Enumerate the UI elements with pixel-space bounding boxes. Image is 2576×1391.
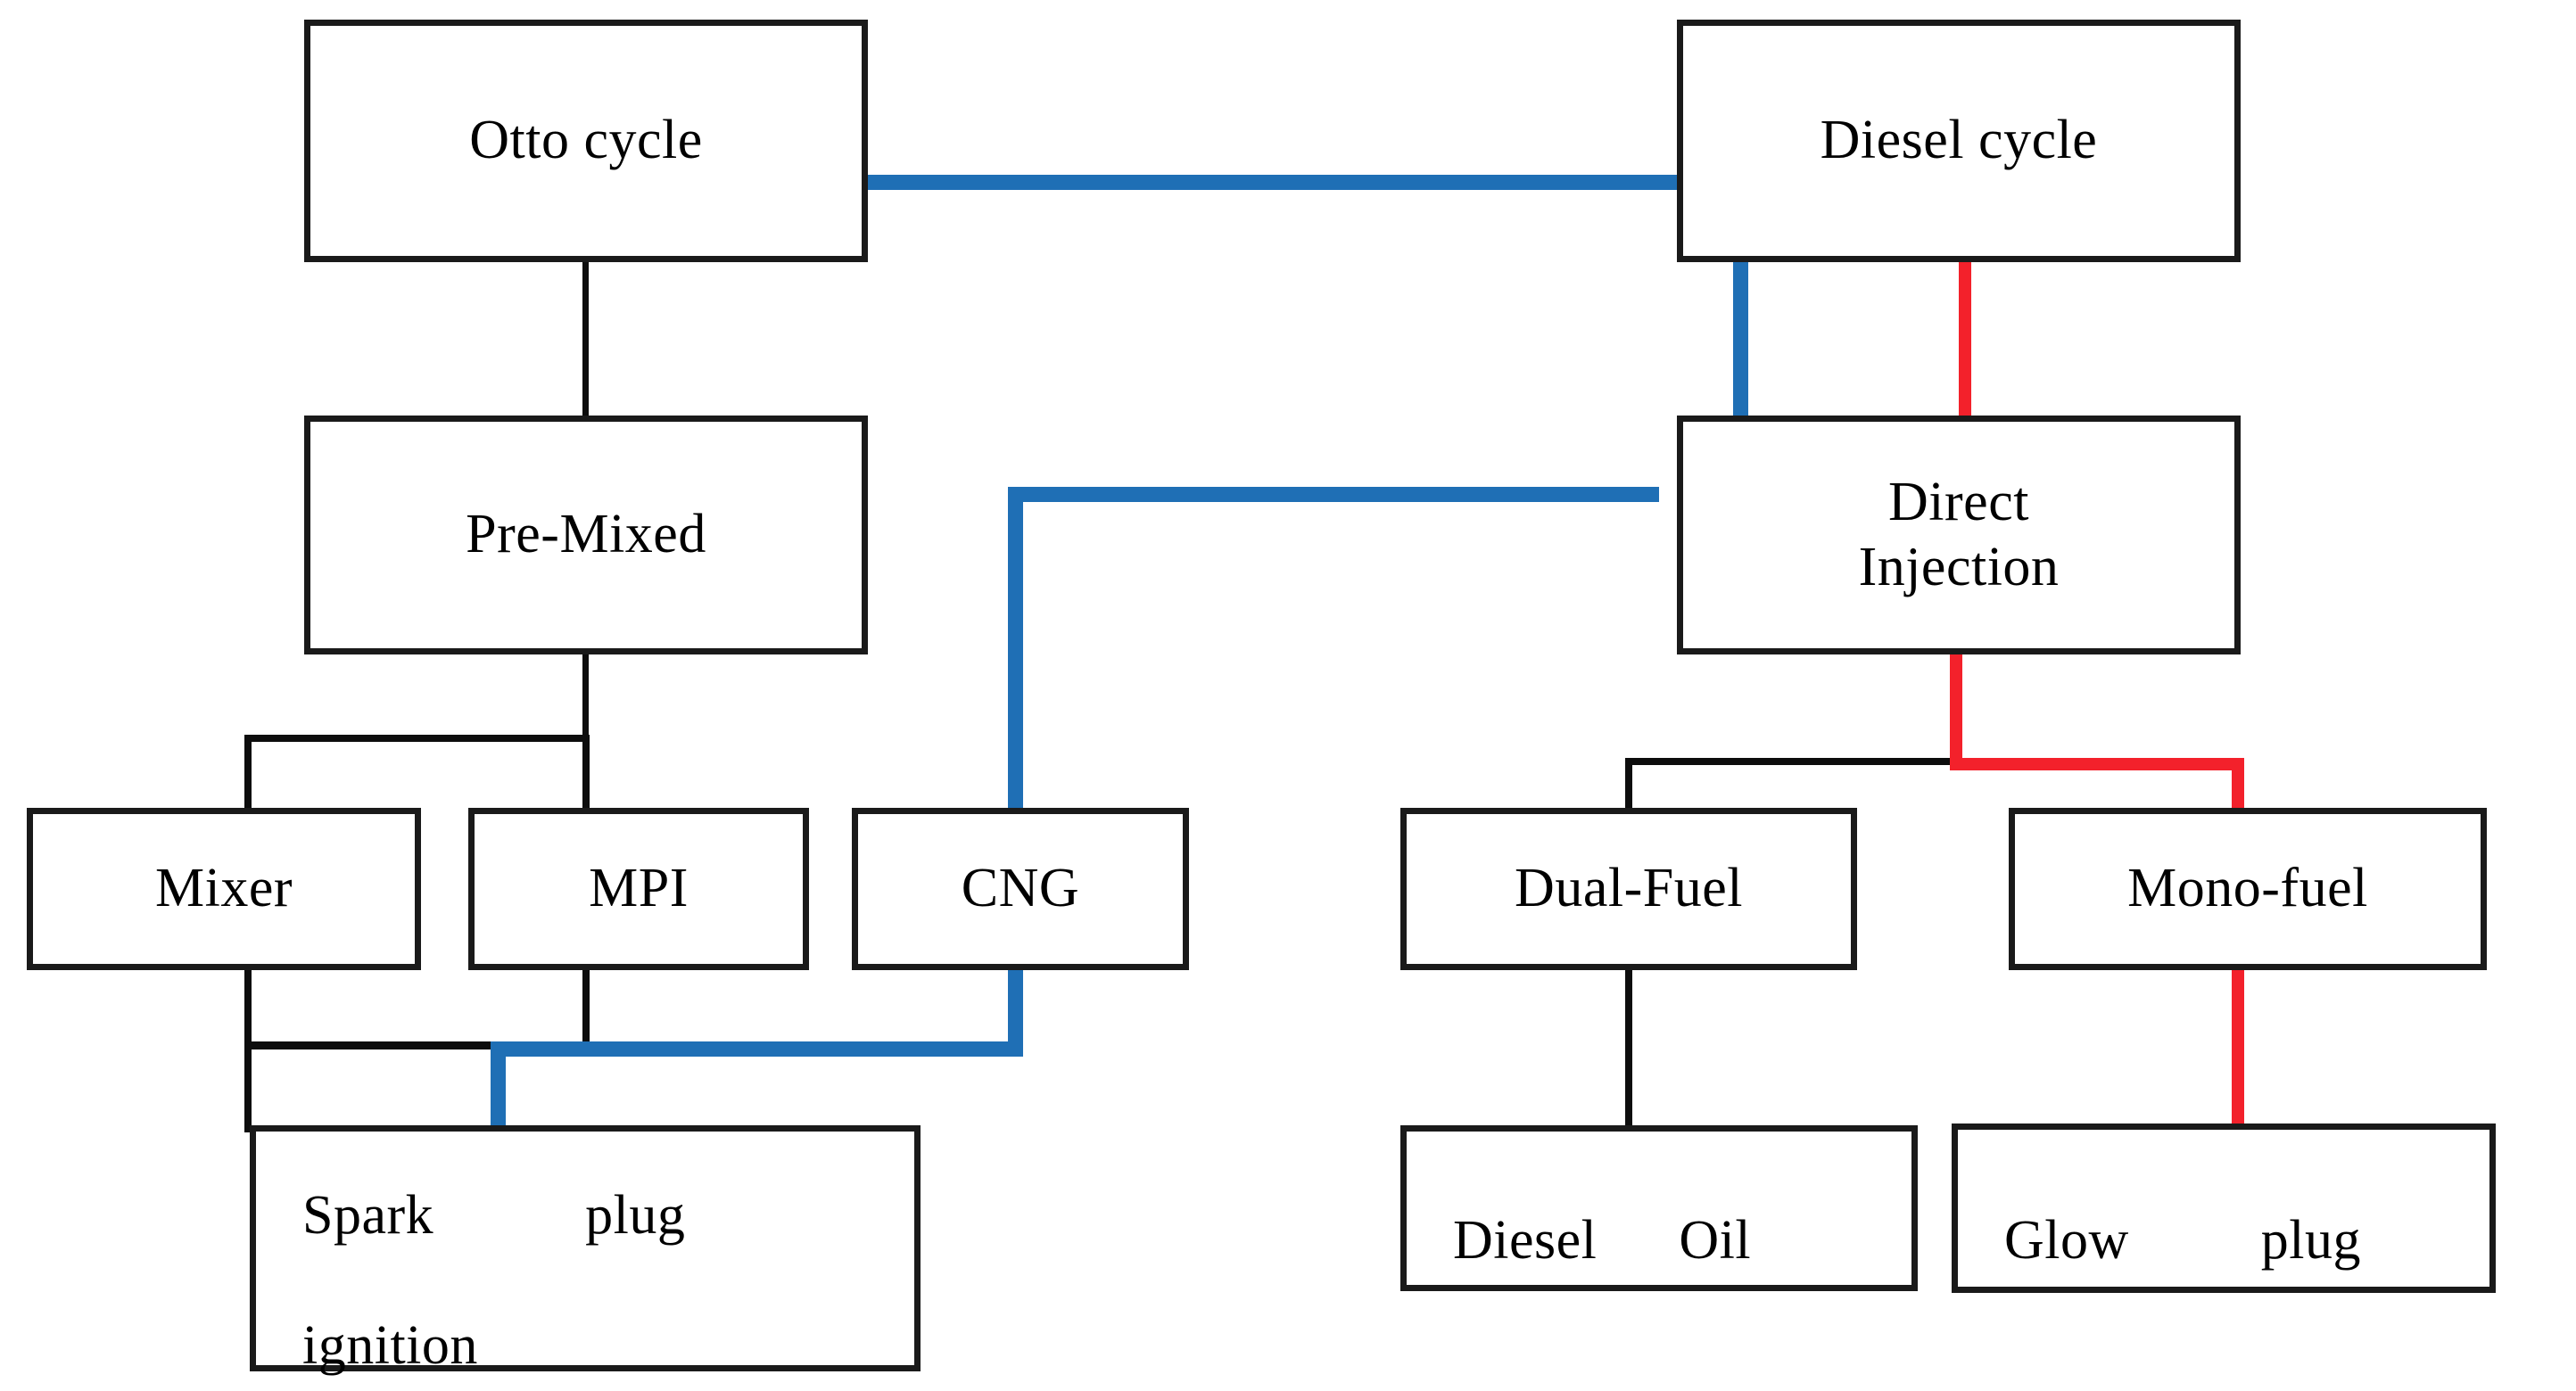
edge-otto-blue-horizontal bbox=[578, 175, 1748, 190]
edge-mixer-down bbox=[244, 967, 252, 1049]
edge-direct-injection-blue-horizontal bbox=[1008, 487, 1659, 502]
edge-cng-blue-horizontal bbox=[491, 1041, 1023, 1057]
node-mpi-label: MPI bbox=[589, 858, 689, 919]
edge-premixed-down bbox=[582, 651, 589, 740]
glow-plug-word-plug: plug bbox=[2260, 1210, 2362, 1271]
edge-premixed-bus-horizontal bbox=[244, 735, 589, 742]
edge-direct-injection-down bbox=[1950, 651, 1962, 763]
edge-otto-to-premixed-lower bbox=[582, 180, 589, 417]
node-diesel-oil-label: Diesel Oil bbox=[1453, 1143, 1751, 1273]
node-otto-cycle-label: Otto cycle bbox=[469, 110, 703, 171]
glow-plug-word-glow: Glow bbox=[2004, 1210, 2129, 1271]
node-spark-plug-ignition-label: Spark plug ignition bbox=[302, 1118, 685, 1379]
node-diesel-oil[interactable]: Diesel Oil bbox=[1400, 1125, 1918, 1291]
diesel-oil-word-diesel: Diesel bbox=[1453, 1210, 1598, 1271]
edge-dual-fuel-to-diesel-oil bbox=[1625, 968, 1632, 1125]
node-mixer[interactable]: Mixer bbox=[27, 808, 421, 970]
node-mpi[interactable]: MPI bbox=[468, 808, 809, 970]
edge-row3-bus-horizontal bbox=[244, 1041, 503, 1049]
edge-blue-down-to-spark-plug bbox=[491, 1041, 506, 1132]
node-pre-mixed-label: Pre-Mixed bbox=[466, 504, 706, 565]
edge-cng-blue-down bbox=[1008, 965, 1023, 1054]
edge-di-bus-horizontal-red bbox=[1950, 758, 2244, 770]
node-cng[interactable]: CNG bbox=[852, 808, 1189, 970]
edge-bus-to-mpi bbox=[582, 735, 590, 811]
diesel-oil-word-oil: Oil bbox=[1679, 1210, 1752, 1271]
spark-plug-ignition-word-spark: Spark bbox=[302, 1184, 434, 1246]
spark-plug-ignition-word-plug: plug bbox=[585, 1184, 686, 1246]
edge-bus-to-mixer bbox=[244, 735, 252, 811]
node-mono-fuel[interactable]: Mono-fuel bbox=[2009, 808, 2487, 970]
node-direct-injection-label: Direct Injection bbox=[1858, 471, 2060, 597]
node-dual-fuel[interactable]: Dual-Fuel bbox=[1400, 808, 1857, 970]
node-spark-plug-ignition[interactable]: Spark plug ignition bbox=[250, 1125, 921, 1376]
node-cng-label: CNG bbox=[961, 858, 1080, 919]
node-diesel-cycle-label: Diesel cycle bbox=[1820, 110, 2098, 171]
node-otto-cycle[interactable]: Otto cycle bbox=[304, 20, 868, 262]
spark-plug-ignition-word-ignition: ignition bbox=[302, 1315, 478, 1377]
node-mixer-label: Mixer bbox=[154, 858, 293, 919]
node-direct-injection[interactable]: Direct Injection bbox=[1677, 416, 2241, 654]
edge-blue-down-to-cng bbox=[1008, 487, 1023, 819]
node-mono-fuel-label: Mono-fuel bbox=[2127, 858, 2368, 919]
node-pre-mixed[interactable]: Pre-Mixed bbox=[304, 416, 868, 654]
edge-bus-to-dual-fuel bbox=[1625, 758, 1632, 813]
edge-di-bus-horizontal-black bbox=[1625, 758, 1957, 765]
node-dual-fuel-label: Dual-Fuel bbox=[1515, 858, 1743, 919]
edge-bus-to-spark-plug bbox=[244, 1041, 252, 1132]
edge-mono-fuel-to-glow-plug bbox=[2232, 968, 2244, 1125]
edge-mpi-down bbox=[582, 967, 590, 1049]
node-glow-plug[interactable]: Glow plug bbox=[1952, 1124, 2496, 1293]
node-diesel-cycle[interactable]: Diesel cycle bbox=[1677, 20, 2241, 262]
node-glow-plug-label: Glow plug bbox=[2004, 1143, 2361, 1273]
